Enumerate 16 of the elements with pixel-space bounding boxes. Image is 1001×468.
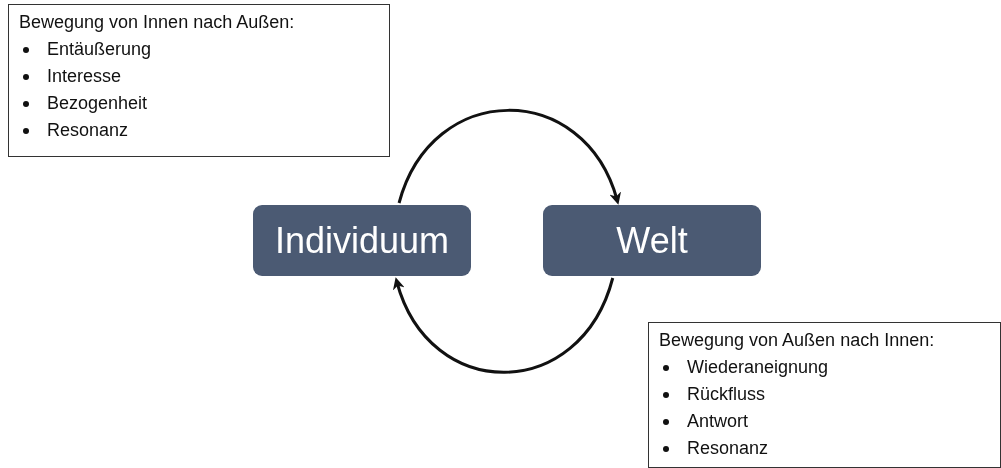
curved-arrow	[393, 277, 615, 374]
list-item: Rückfluss	[687, 384, 766, 404]
text-box	[8, 4, 390, 157]
list-heading: Bewegung von Außen nach Innen:	[659, 329, 936, 352]
list-item: Wiederaneignung	[687, 357, 829, 377]
list-item: Entäußerung	[47, 39, 152, 59]
list-item: Resonanz	[687, 438, 769, 458]
list-heading: Bewegung von Innen nach Außen:	[19, 11, 296, 34]
text-box	[648, 322, 1001, 468]
list-item: Bezogenheit	[47, 93, 148, 113]
curved-arrow	[397, 108, 621, 205]
list-item: Resonanz	[47, 120, 129, 140]
process-box: Individuum	[253, 205, 471, 276]
list-item: Interesse	[47, 66, 122, 86]
process-box: Welt	[543, 205, 761, 276]
list-item: Antwort	[687, 411, 749, 431]
